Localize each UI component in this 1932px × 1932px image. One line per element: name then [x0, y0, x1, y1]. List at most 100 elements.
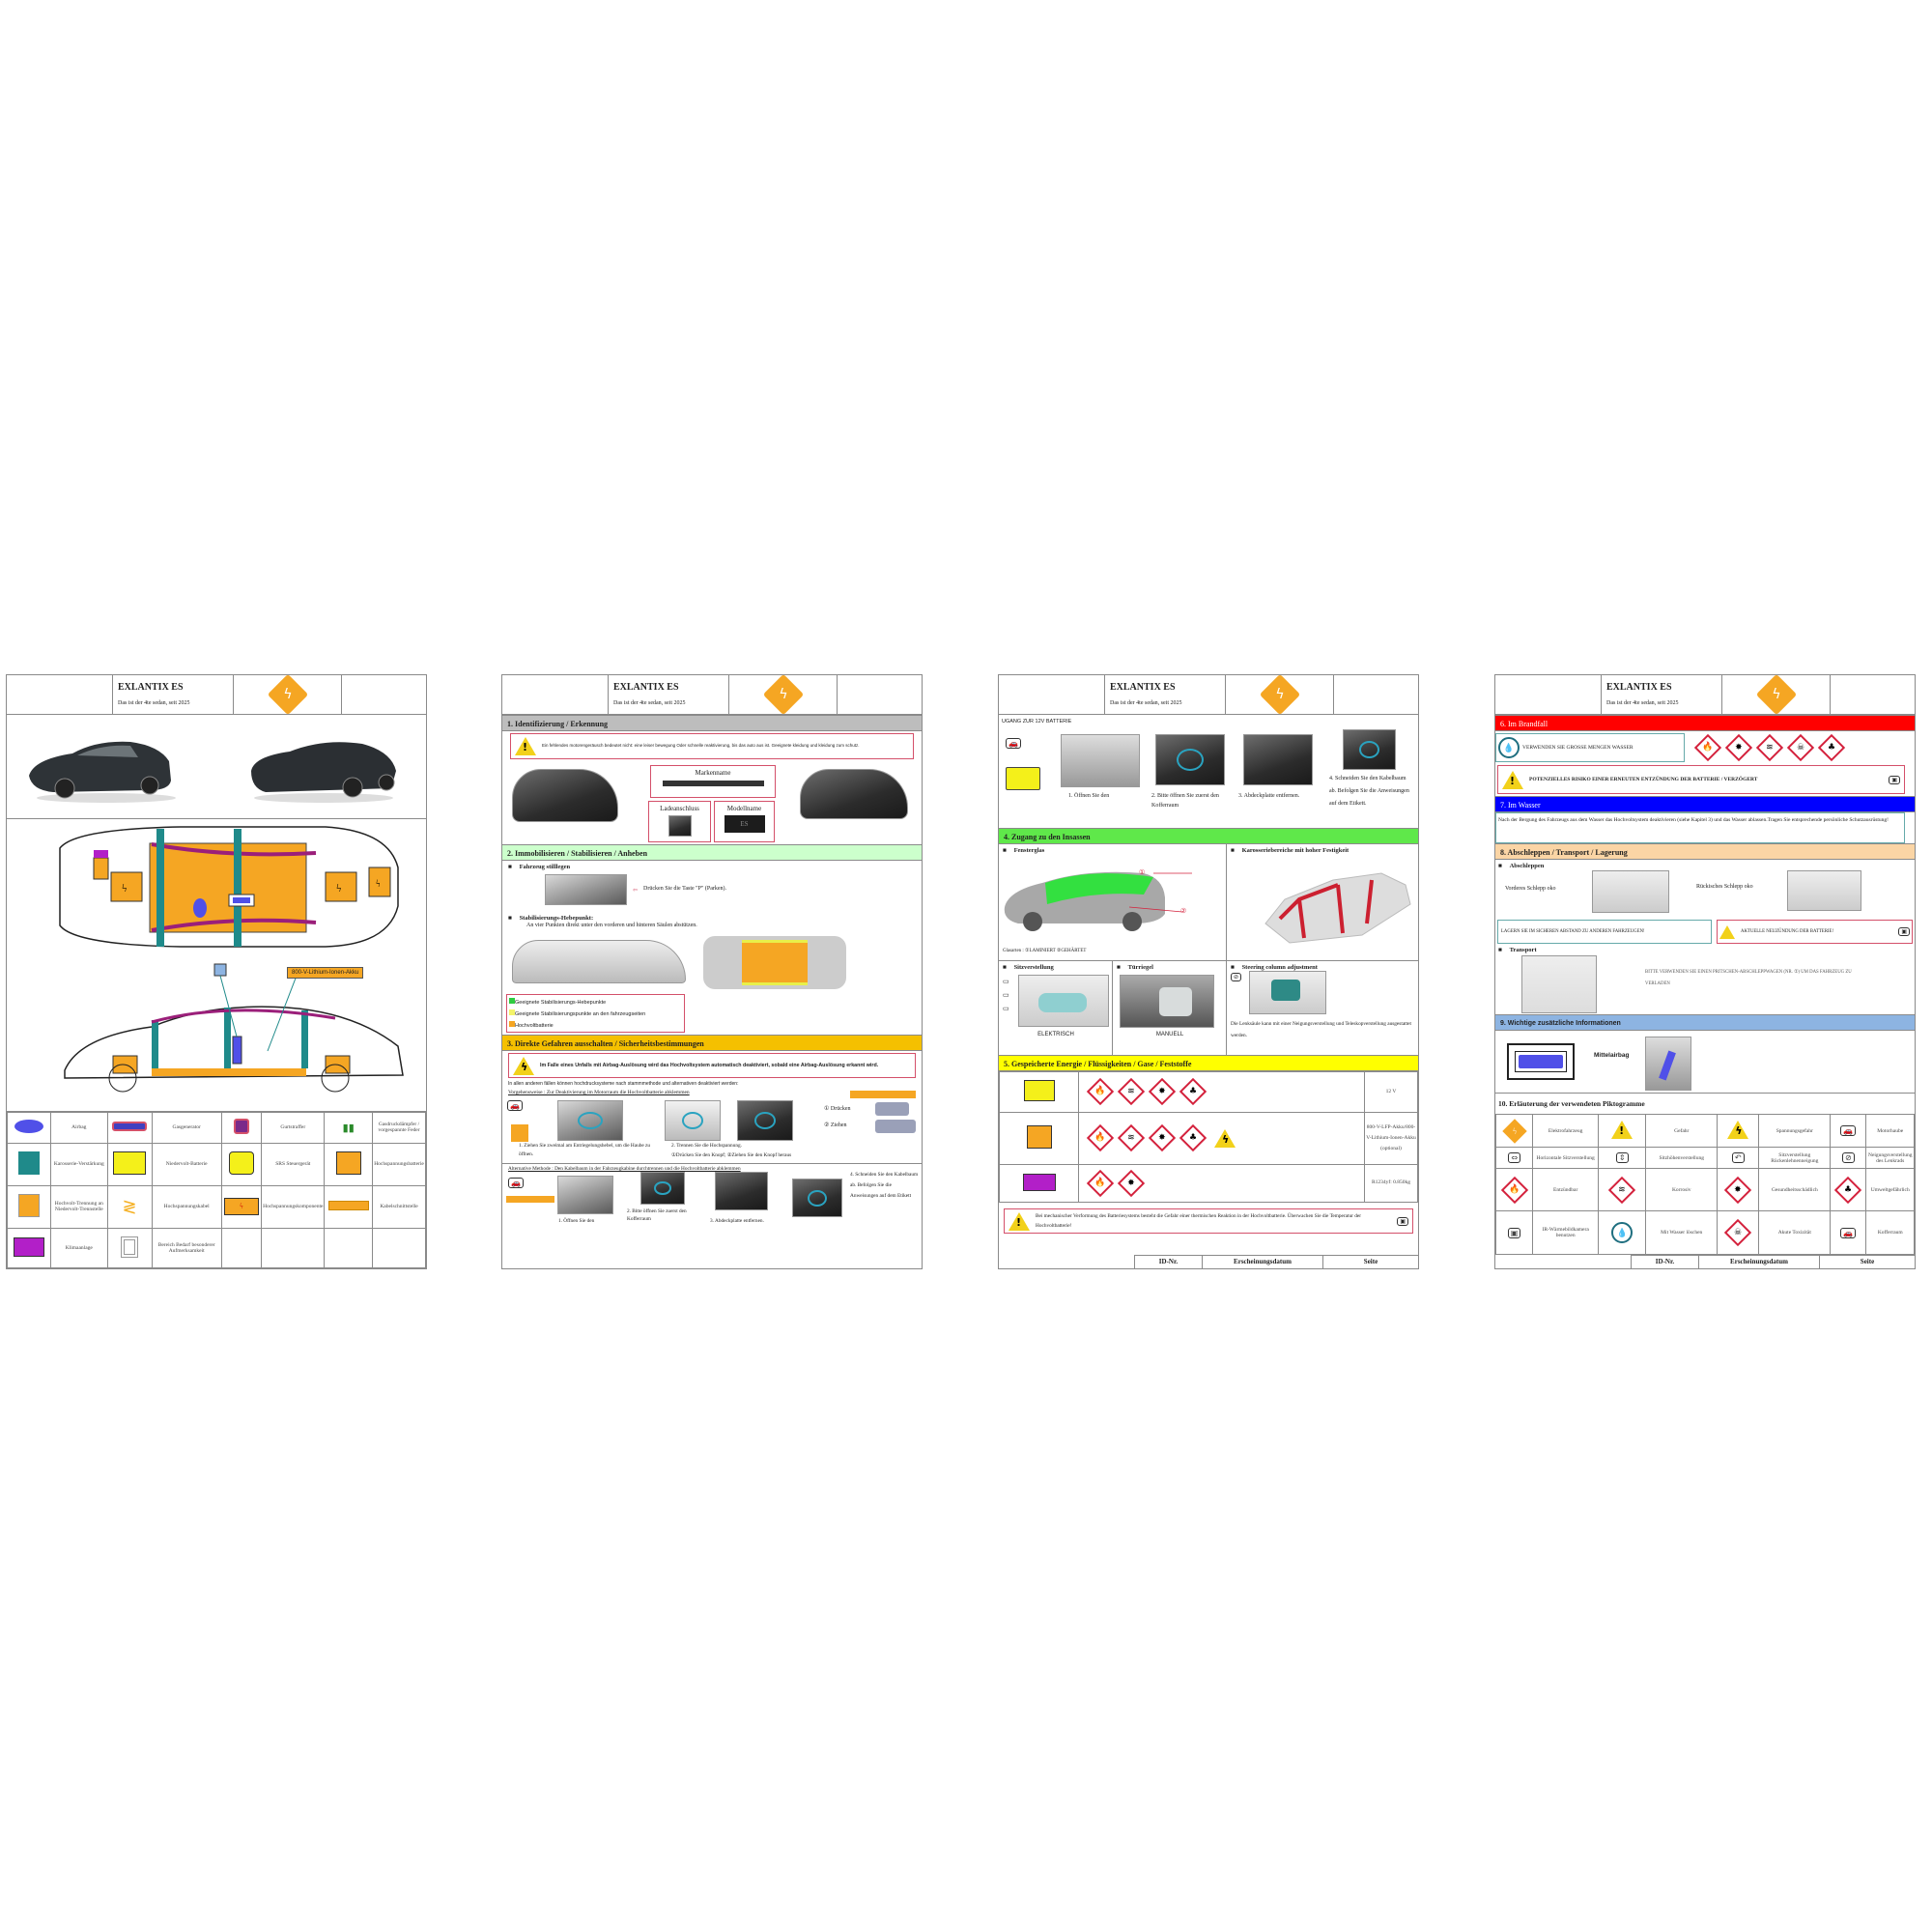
acute-toxicity-icon: ☠ [1724, 1219, 1752, 1247]
hazard-pictograms: 🔥≋✸♣ϟ [1078, 1111, 1365, 1165]
seat-adjustment-panel: Sitzverstellung ▭▭▭ ELEKTRISCH [999, 961, 1113, 1055]
hv-disconnect-icon [7, 1184, 51, 1229]
gas-spring-label: Gasdruckdämpfer / vorgespannte Feder [372, 1112, 426, 1144]
belt-tensioner-icon [220, 1112, 263, 1144]
seat-type-label: ELEKTRISCH [1037, 1032, 1074, 1037]
flammable-icon: 🔥 [1086, 1123, 1115, 1152]
silent-vehicle-warning: !Ein fehlendes motorengeräusch bedeutet … [510, 733, 914, 759]
section-1-heading: 1. Identifizierung / Erkennung [502, 715, 922, 731]
occupant-access-top: Fensterglas ① ② Glasarten : ①LAMINIERT ②… [999, 844, 1418, 960]
front-car-open-photo [665, 1100, 721, 1141]
warning-triangle-icon: ! [1009, 1211, 1030, 1231]
section-8-heading: 8. Abschleppen / Transport / Lagerung [1495, 843, 1915, 860]
step-1-text: 1. Ziehen Sie zweimal am Entriegelungshe… [519, 1143, 651, 1157]
cable-cut-icon [506, 1196, 554, 1203]
pictogram-label: Spannungsgefahr [1758, 1113, 1832, 1149]
side-view-photo [512, 940, 686, 983]
alt-step-1: 1. Öffnen Sie den [558, 1218, 595, 1224]
thermal-camera-icon: ▣ [1397, 1216, 1408, 1226]
ev-warning-icon: ϟ [1755, 675, 1797, 716]
pictogram-label: Entzündbar [1532, 1167, 1599, 1212]
svg-text:ϟ: ϟ [122, 881, 127, 895]
warning-text: Im Falle eines Unfalls mit Airbag-Auslös… [540, 1062, 879, 1068]
procedure-title: Vorgehensweise : Zur Deaktivierung im Mo… [508, 1090, 690, 1095]
doc-subtitle: Das ist der 4te sedan, seit 2025 [118, 700, 190, 706]
health-hazard-icon: ✸ [1148, 1123, 1177, 1152]
health-hazard-icon: ✸ [1724, 1176, 1752, 1204]
hood-icon: 🚗 [507, 1100, 523, 1111]
car-photos [7, 715, 426, 819]
door-latch-photo [1120, 975, 1214, 1028]
empty-label [372, 1227, 426, 1268]
center-airbag-icon [1507, 1043, 1575, 1080]
voltage-warning-icon: ϟ [1214, 1129, 1236, 1149]
thermal-reaction-warning: ! Bei mechanischer Verformung des Batteri… [1004, 1208, 1413, 1234]
pictogram-label: Kofferraum [1865, 1210, 1915, 1255]
callout-2: ② [1180, 907, 1187, 915]
voltage-icon: ϟ [1717, 1113, 1760, 1149]
thermal-camera-icon: ▣ [1898, 927, 1910, 936]
glass-types-text: Glasarten : ①LAMINIERT ②GEHÄRTET [1003, 949, 1087, 953]
front-tow-image [1592, 870, 1669, 913]
hv-disconnect-label: Hochvolt-Trennung an Niedervolt-Trennste… [49, 1184, 108, 1229]
trunk-icon: 🚗 [508, 1178, 524, 1188]
arrow-left-icon: ⇦ [633, 887, 639, 894]
12v-battery-access: UGANG ZUR 12V BATTERIE 🚗 1. Öffnen Sie d… [999, 715, 1418, 828]
energy-value: 800-V-LFP-Akku/800-V-Lithium-Ionen-Akku … [1364, 1111, 1418, 1165]
gas-spring-icon: ▮▮ [324, 1112, 374, 1144]
seat-recline-icon: ↶ [1717, 1147, 1760, 1169]
center-airbag-label: Mittelairbag [1594, 1052, 1630, 1059]
warning-triangle-icon: ! [515, 737, 536, 755]
flammable-icon: 🔥 [1086, 1169, 1115, 1197]
section-10-heading: 10. Erläuterung der verwendeten Piktogra… [1495, 1093, 1915, 1114]
callout-1: ① [1139, 868, 1146, 876]
empty-icon [324, 1227, 374, 1268]
flammable-icon: 🔥 [1495, 1167, 1534, 1212]
special-attention-area-icon [106, 1227, 153, 1268]
pictogram-label: Motorhaube [1865, 1113, 1915, 1149]
step-3-text: 3. Abdeckplatte entfernen. [1238, 793, 1300, 799]
svg-text:ϟ: ϟ [336, 881, 341, 895]
health-hazard-icon: ✸ [1117, 1169, 1146, 1197]
body-reinforcement-label: Karosserie-Verstärkung [49, 1142, 108, 1186]
connector-pull-image [875, 1120, 916, 1133]
seat-height-icon: ⇕ [1597, 1147, 1647, 1169]
center-airbag-photo [1645, 1037, 1691, 1091]
warning-triangle-icon: ! [1502, 770, 1523, 789]
cover-plate-photo [715, 1172, 768, 1210]
environment-hazard-icon: ♣ [1830, 1167, 1867, 1212]
section-7-heading: 7. Im Wasser [1495, 796, 1915, 812]
section-2-heading: 2. Immobilisieren / Stabilisieren / Anhe… [502, 844, 922, 861]
steering-tilt-icon: ⊘ [1830, 1147, 1867, 1169]
park-title: Fahrzeug stilllegen [508, 864, 916, 870]
pull-label: Ziehen [830, 1122, 847, 1128]
seat-icons: ▭▭▭ [1003, 978, 1009, 1012]
door-latch-panel: Türriegel MANUELL [1113, 961, 1227, 1055]
transport-section: Transport BITTE VERWENDEN SIE EINEN PRIT… [1495, 944, 1915, 1014]
pictogram-label: Gesundheitsschädlich [1758, 1167, 1832, 1212]
steering-adjust-icon: ⊘ [1231, 973, 1242, 981]
corrosive-icon: ≋ [1608, 1176, 1636, 1204]
pictogram-label: Korrosiv [1645, 1167, 1719, 1212]
wire-harness-photo [792, 1179, 842, 1217]
hv-battery-icon [999, 1111, 1079, 1165]
rear-tow-label: Rückisches Schlepp oko [1696, 884, 1753, 890]
acute-toxicity-icon: ☠ [1717, 1210, 1760, 1255]
doc-title: EXLANTIX ES [1606, 682, 1672, 693]
health-hazard-icon: ✸ [1148, 1078, 1177, 1106]
energy-value: 12 V [1364, 1071, 1418, 1113]
warning-text: Bei mechanischer Verformung des Batterie… [1036, 1212, 1361, 1229]
environment-hazard-icon: ♣ [1817, 733, 1846, 762]
